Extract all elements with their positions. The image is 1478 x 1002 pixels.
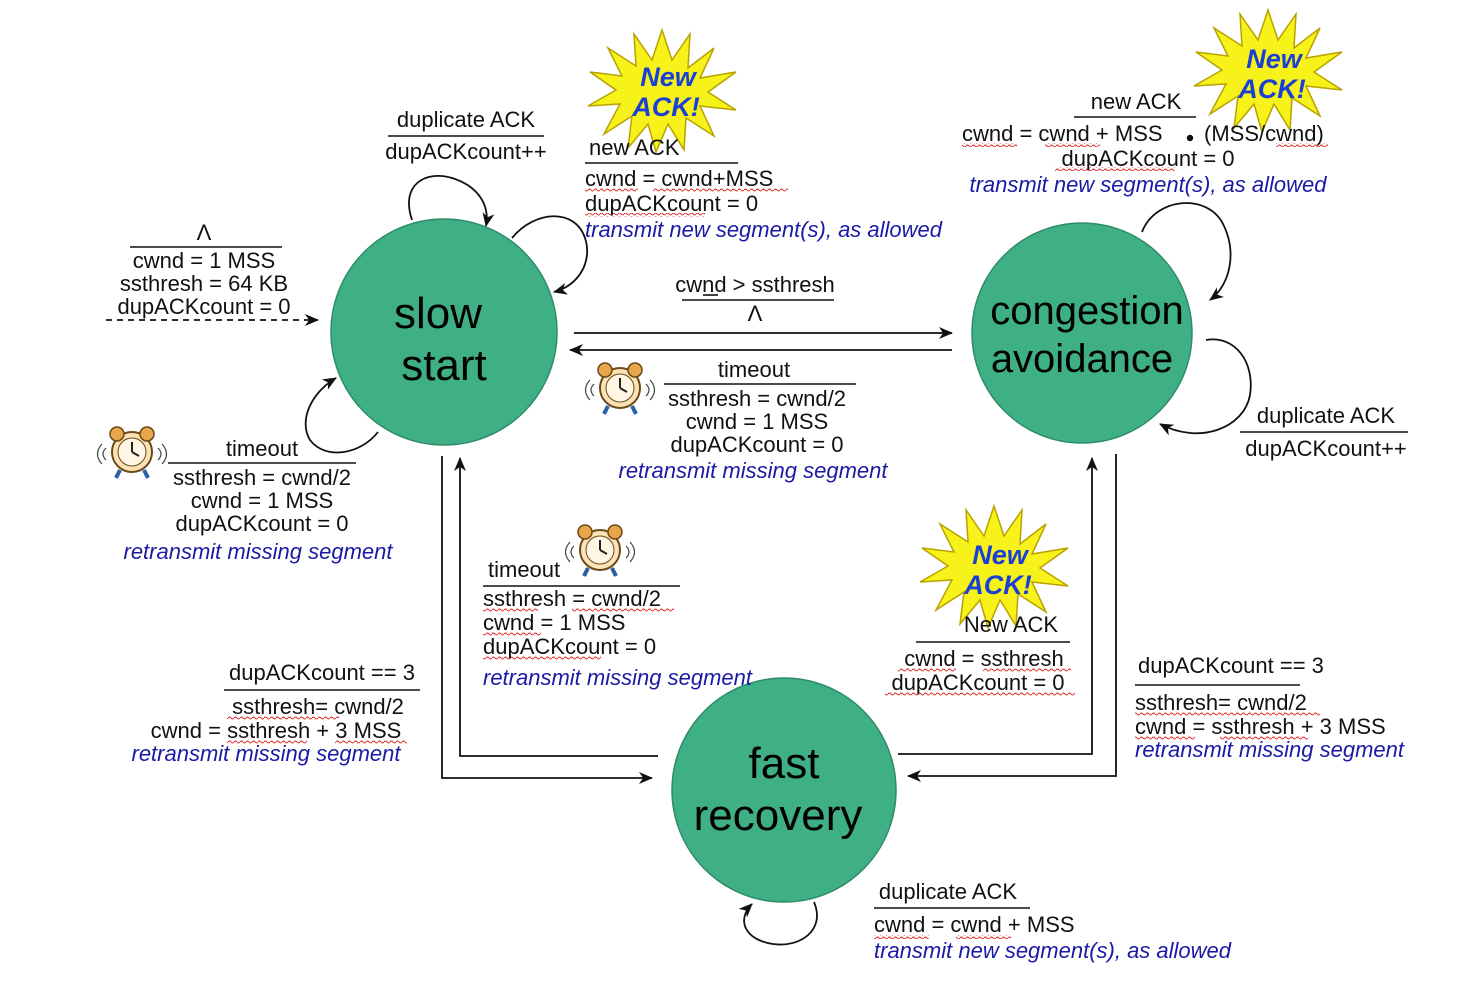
ss-timeout-action-1: ssthresh = cwnd/2 <box>173 465 351 490</box>
ss-timeout-action-2: cwnd = 1 MSS <box>191 488 333 513</box>
state-fast-recovery: fast recovery <box>671 677 897 903</box>
ss-to-fr-action-1: ssthresh= cwnd/2 <box>232 694 404 719</box>
ss-timeout-loop <box>304 377 379 454</box>
ss-new-ack-loop <box>511 215 588 295</box>
ss-dup-action: dupACKcount++ <box>385 139 546 164</box>
fr-to-ca-action-2: dupACKcount = 0 <box>891 670 1064 695</box>
new-ack-starburst-icon: New ACK! <box>1193 9 1343 133</box>
ss-to-ca-action: Λ <box>748 301 763 326</box>
ss-dup-ack-loop <box>408 175 495 227</box>
ca-timeout-action-3: dupACKcount = 0 <box>670 432 843 457</box>
ca-to-fr-action-1: ssthresh= cwnd/2 <box>1135 690 1307 715</box>
label-ss-to-fr: dupACKcount == 3 ssthresh= cwnd/2 cwnd =… <box>132 660 420 766</box>
svg-text:New: New <box>1246 44 1304 74</box>
fr-timeout-action-1: ssthresh = cwnd/2 <box>483 586 661 611</box>
alarm-clock-icon <box>563 523 637 578</box>
ss-dup-event: duplicate ACK <box>397 107 536 132</box>
fr-timeout-note: retransmit missing segment <box>483 665 753 690</box>
init-action-1: cwnd = 1 MSS <box>133 248 275 273</box>
label-ca-new-ack: new ACK cwnd = cwnd + MSS (MSS/cwnd) dup… <box>962 89 1327 197</box>
fr-dup-event: duplicate ACK <box>879 879 1018 904</box>
ss-to-fr-note: retransmit missing segment <box>132 741 402 766</box>
ss-to-fr-event: dupACKcount == 3 <box>229 660 415 685</box>
ca-to-fr-arrow <box>907 454 1117 782</box>
init-event: Λ <box>197 220 212 245</box>
transitions <box>106 175 1252 946</box>
fr-to-ca-action-1: cwnd = ssthresh <box>904 646 1064 671</box>
fr-timeout-action-3: dupACKcount = 0 <box>483 634 656 659</box>
ca-new-event: new ACK <box>1091 89 1182 114</box>
ca-dup-event: duplicate ACK <box>1257 403 1396 428</box>
svg-text:ACK!: ACK! <box>963 570 1032 600</box>
ca-to-fr-event: dupACKcount == 3 <box>1138 653 1324 678</box>
ss-timeout-action-3: dupACKcount = 0 <box>175 511 348 536</box>
ca-to-fr-action-2: cwnd = ssthresh + 3 MSS <box>1135 714 1386 739</box>
ca-dup-ack-loop <box>1159 338 1252 436</box>
ca-new-ack-loop <box>1141 202 1232 301</box>
state-congestion-avoidance-line2: avoidance <box>991 337 1173 381</box>
ss-timeout-event: timeout <box>226 436 298 461</box>
label-ss-new-ack: new ACK cwnd = cwnd+MSS dupACKcount = 0 … <box>585 135 943 242</box>
fr-dup-action: cwnd = cwnd + MSS <box>874 912 1075 937</box>
fr-to-ca-arrow <box>898 457 1098 755</box>
ss-timeout-note: retransmit missing segment <box>124 539 394 564</box>
ca-timeout-action-1: ssthresh = cwnd/2 <box>668 386 846 411</box>
alarm-clock-icon <box>95 425 169 480</box>
fr-dup-ack-loop <box>738 901 818 946</box>
ca-new-action-3: dupACKcount = 0 <box>1061 146 1234 171</box>
label-ss-dup-ack: duplicate ACK dupACKcount++ <box>385 107 546 164</box>
new-ack-starburst-icon: New ACK! <box>919 505 1069 629</box>
state-slow-start-line2: start <box>401 341 487 390</box>
ss-new-action-1: cwnd = cwnd+MSS <box>585 166 773 191</box>
ca-timeout-event: timeout <box>718 357 790 382</box>
svg-text:ACK!: ACK! <box>1237 74 1306 104</box>
label-fr-dup-ack: duplicate ACK cwnd = cwnd + MSS transmit… <box>874 879 1232 963</box>
ss-to-fr-action-2: cwnd = ssthresh + 3 MSS <box>151 718 402 743</box>
state-fast-recovery-line1: fast <box>749 739 820 788</box>
label-fr-timeout: timeout ssthresh = cwnd/2 cwnd = 1 MSS d… <box>483 557 753 690</box>
ca-dup-action: dupACKcount++ <box>1245 436 1406 461</box>
new-ack-starburst-icon: New ACK! <box>587 29 737 153</box>
label-ca-timeout: timeout ssthresh = cwnd/2 cwnd = 1 MSS d… <box>619 357 889 483</box>
label-ca-dup-ack: duplicate ACK dupACKcount++ <box>1240 403 1408 461</box>
fr-timeout-action-2: cwnd = 1 MSS <box>483 610 625 635</box>
state-congestion-avoidance: congestion avoidance <box>971 222 1193 444</box>
ss-to-ca-event: cwnd > ssthresh <box>675 272 835 297</box>
svg-text:New: New <box>972 540 1030 570</box>
alarm-clock-icon <box>583 361 657 416</box>
ss-new-action-2: dupACKcount = 0 <box>585 191 758 216</box>
state-slow-start: slow start <box>330 218 558 446</box>
init-action-2: ssthresh = 64 KB <box>120 271 288 296</box>
ca-timeout-note: retransmit missing segment <box>619 458 889 483</box>
label-ss-timeout: timeout ssthresh = cwnd/2 cwnd = 1 MSS d… <box>124 436 394 564</box>
ca-to-fr-note: retransmit missing segment <box>1135 737 1405 762</box>
fr-dup-note: transmit new segment(s), as allowed <box>874 938 1232 963</box>
ss-to-fr-arrow <box>441 456 653 784</box>
svg-text:New: New <box>640 62 698 92</box>
spellcheck-underlines <box>227 143 1328 939</box>
label-ss-to-ca: cwnd > ssthresh Λ <box>675 272 835 326</box>
state-fast-recovery-line2: recovery <box>694 791 863 840</box>
label-init: Λ cwnd = 1 MSS ssthresh = 64 KB dupACKco… <box>117 220 290 319</box>
ca-timeout-action-2: cwnd = 1 MSS <box>686 409 828 434</box>
init-action-3: dupACKcount = 0 <box>117 294 290 319</box>
ss-new-note: transmit new segment(s), as allowed <box>585 217 943 242</box>
fr-timeout-event: timeout <box>488 557 560 582</box>
label-ca-to-fr: dupACKcount == 3 ssthresh= cwnd/2 cwnd =… <box>1135 653 1405 762</box>
ca-new-action-2: (MSS/cwnd) <box>1204 121 1324 146</box>
state-congestion-avoidance-line1: congestion <box>990 289 1183 333</box>
ca-new-action-1: cwnd = cwnd + MSS <box>962 121 1163 146</box>
svg-text:ACK!: ACK! <box>631 92 700 122</box>
state-slow-start-line1: slow <box>394 289 482 338</box>
fr-to-ca-event: New ACK <box>964 612 1058 637</box>
ss-new-event: new ACK <box>589 135 680 160</box>
label-fr-to-ca: New ACK cwnd = ssthresh dupACKcount = 0 <box>891 612 1070 695</box>
fr-to-ss-timeout-arrow <box>454 457 658 757</box>
ca-new-note: transmit new segment(s), as allowed <box>969 172 1327 197</box>
